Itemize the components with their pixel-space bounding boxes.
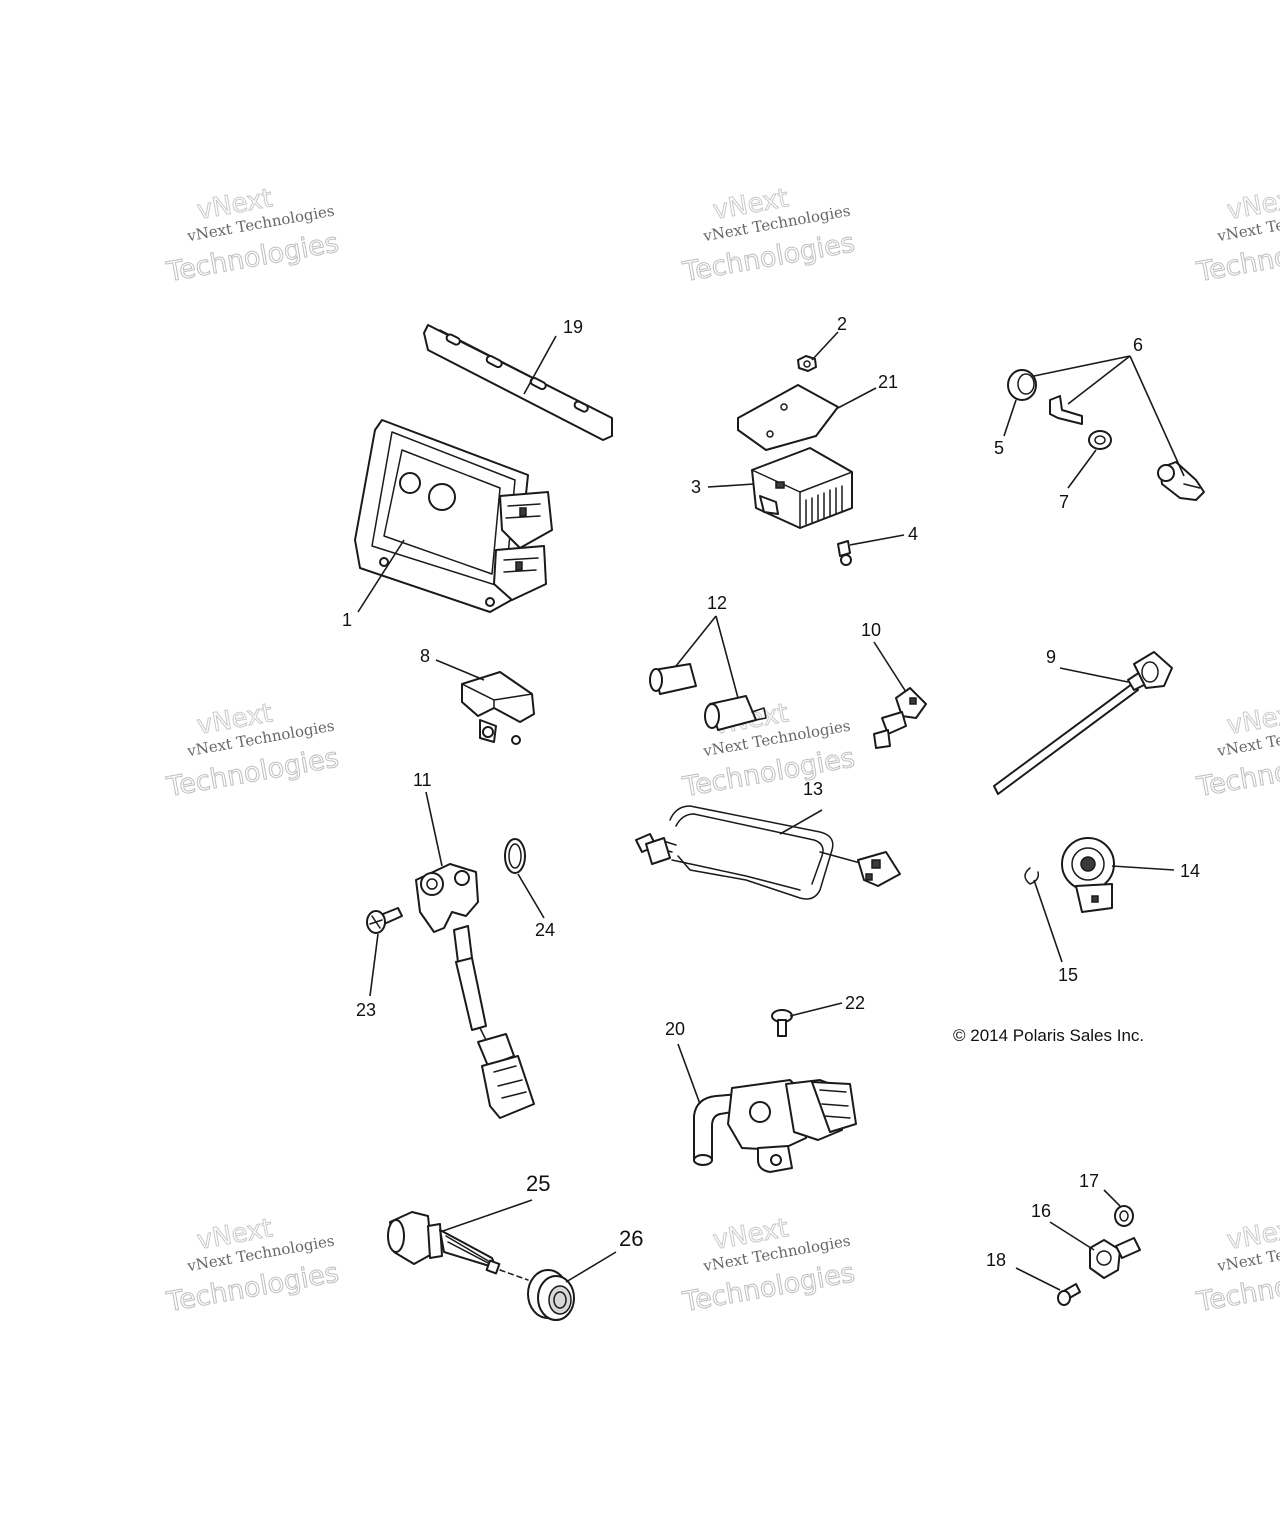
part-10-temp-sensor[interactable] (873, 687, 927, 749)
watermark: vNext vNext Technologies Technologies (1193, 1213, 1280, 1319)
part-15-clip[interactable] (1024, 867, 1040, 885)
part-17-o-ring[interactable] (1114, 1205, 1134, 1227)
part-26-grommet[interactable] (527, 1269, 575, 1321)
part-12-plug-b[interactable] (704, 695, 767, 731)
part-23-bolt[interactable] (366, 907, 403, 934)
watermark: vNext vNext Technologies Technologies (679, 183, 857, 289)
callout-14: 14 (1180, 861, 1200, 881)
callout-22: 22 (845, 993, 865, 1013)
watermark: vNext vNext Technologies Technologies (163, 1213, 341, 1319)
leader-lines (357, 331, 1185, 1291)
part-25-sensor[interactable] (387, 1211, 529, 1281)
part-21-cover[interactable] (737, 384, 839, 451)
part-7-washer[interactable] (1088, 430, 1112, 450)
part-1-ecu[interactable] (354, 419, 553, 613)
callout-18: 18 (986, 1250, 1006, 1270)
watermark-group: vNext vNext Technologies Technologies vN… (163, 183, 1280, 1319)
callout-25: 25 (526, 1171, 550, 1196)
callout-10: 10 (861, 620, 881, 640)
callout-13: 13 (803, 779, 823, 799)
watermark: vNext vNext Technologies Technologies (1193, 698, 1280, 804)
callout-2: 2 (837, 314, 847, 334)
part-13-harness[interactable] (635, 805, 901, 900)
part-22-screw[interactable] (771, 1009, 793, 1037)
part-16-speed-sensor[interactable] (1089, 1237, 1141, 1279)
callout-12: 12 (707, 593, 727, 613)
callout-16: 16 (1031, 1201, 1051, 1221)
callout-8: 8 (420, 646, 430, 666)
callout-20: 20 (665, 1019, 685, 1039)
callout-1: 1 (342, 610, 352, 630)
part-11-position-sensor[interactable] (415, 863, 535, 1119)
callout-21: 21 (878, 372, 898, 392)
copyright-notice: © 2014 Polaris Sales Inc. (953, 1026, 1144, 1045)
part-2-nut[interactable] (797, 355, 817, 372)
part-19-bracket[interactable] (423, 324, 613, 441)
callout-6: 6 (1133, 335, 1143, 355)
callout-9: 9 (1046, 647, 1056, 667)
callout-11: 11 (413, 770, 432, 790)
callout-3: 3 (691, 477, 701, 497)
callout-5: 5 (994, 438, 1004, 458)
callout-15: 15 (1058, 965, 1078, 985)
callout-19: 19 (563, 317, 583, 337)
part-3-module[interactable] (751, 447, 853, 529)
part-18-bolt[interactable] (1057, 1283, 1081, 1306)
watermark: vNext vNext Technologies Technologies (679, 698, 857, 804)
part-4-screw[interactable] (837, 540, 852, 566)
part-5-sensor-cap[interactable] (1007, 369, 1037, 401)
part-12-plug-a[interactable] (649, 663, 697, 695)
part-24-o-ring[interactable] (504, 838, 526, 874)
callout-4: 4 (908, 524, 918, 544)
part-6-clip[interactable] (1049, 395, 1083, 425)
watermark: vNext vNext Technologies Technologies (1193, 183, 1280, 289)
part-8-map-sensor[interactable] (461, 671, 535, 745)
callout-23: 23 (356, 1000, 376, 1020)
callout-7: 7 (1059, 492, 1069, 512)
part-14-knock-sensor[interactable] (1061, 837, 1115, 913)
watermark: vNext vNext Technologies Technologies (679, 1213, 857, 1319)
callout-labels: 1 2 3 4 5 6 7 8 9 10 11 12 13 14 15 16 1… (342, 314, 1200, 1270)
part-20-valve[interactable] (693, 1079, 857, 1173)
part-9-probe-sensor[interactable] (993, 651, 1173, 795)
callout-24: 24 (535, 920, 555, 940)
callout-17: 17 (1079, 1171, 1099, 1191)
watermark: vNext vNext Technologies Technologies (163, 183, 341, 289)
callout-26: 26 (619, 1226, 643, 1251)
watermark: vNext vNext Technologies Technologies (163, 698, 341, 804)
